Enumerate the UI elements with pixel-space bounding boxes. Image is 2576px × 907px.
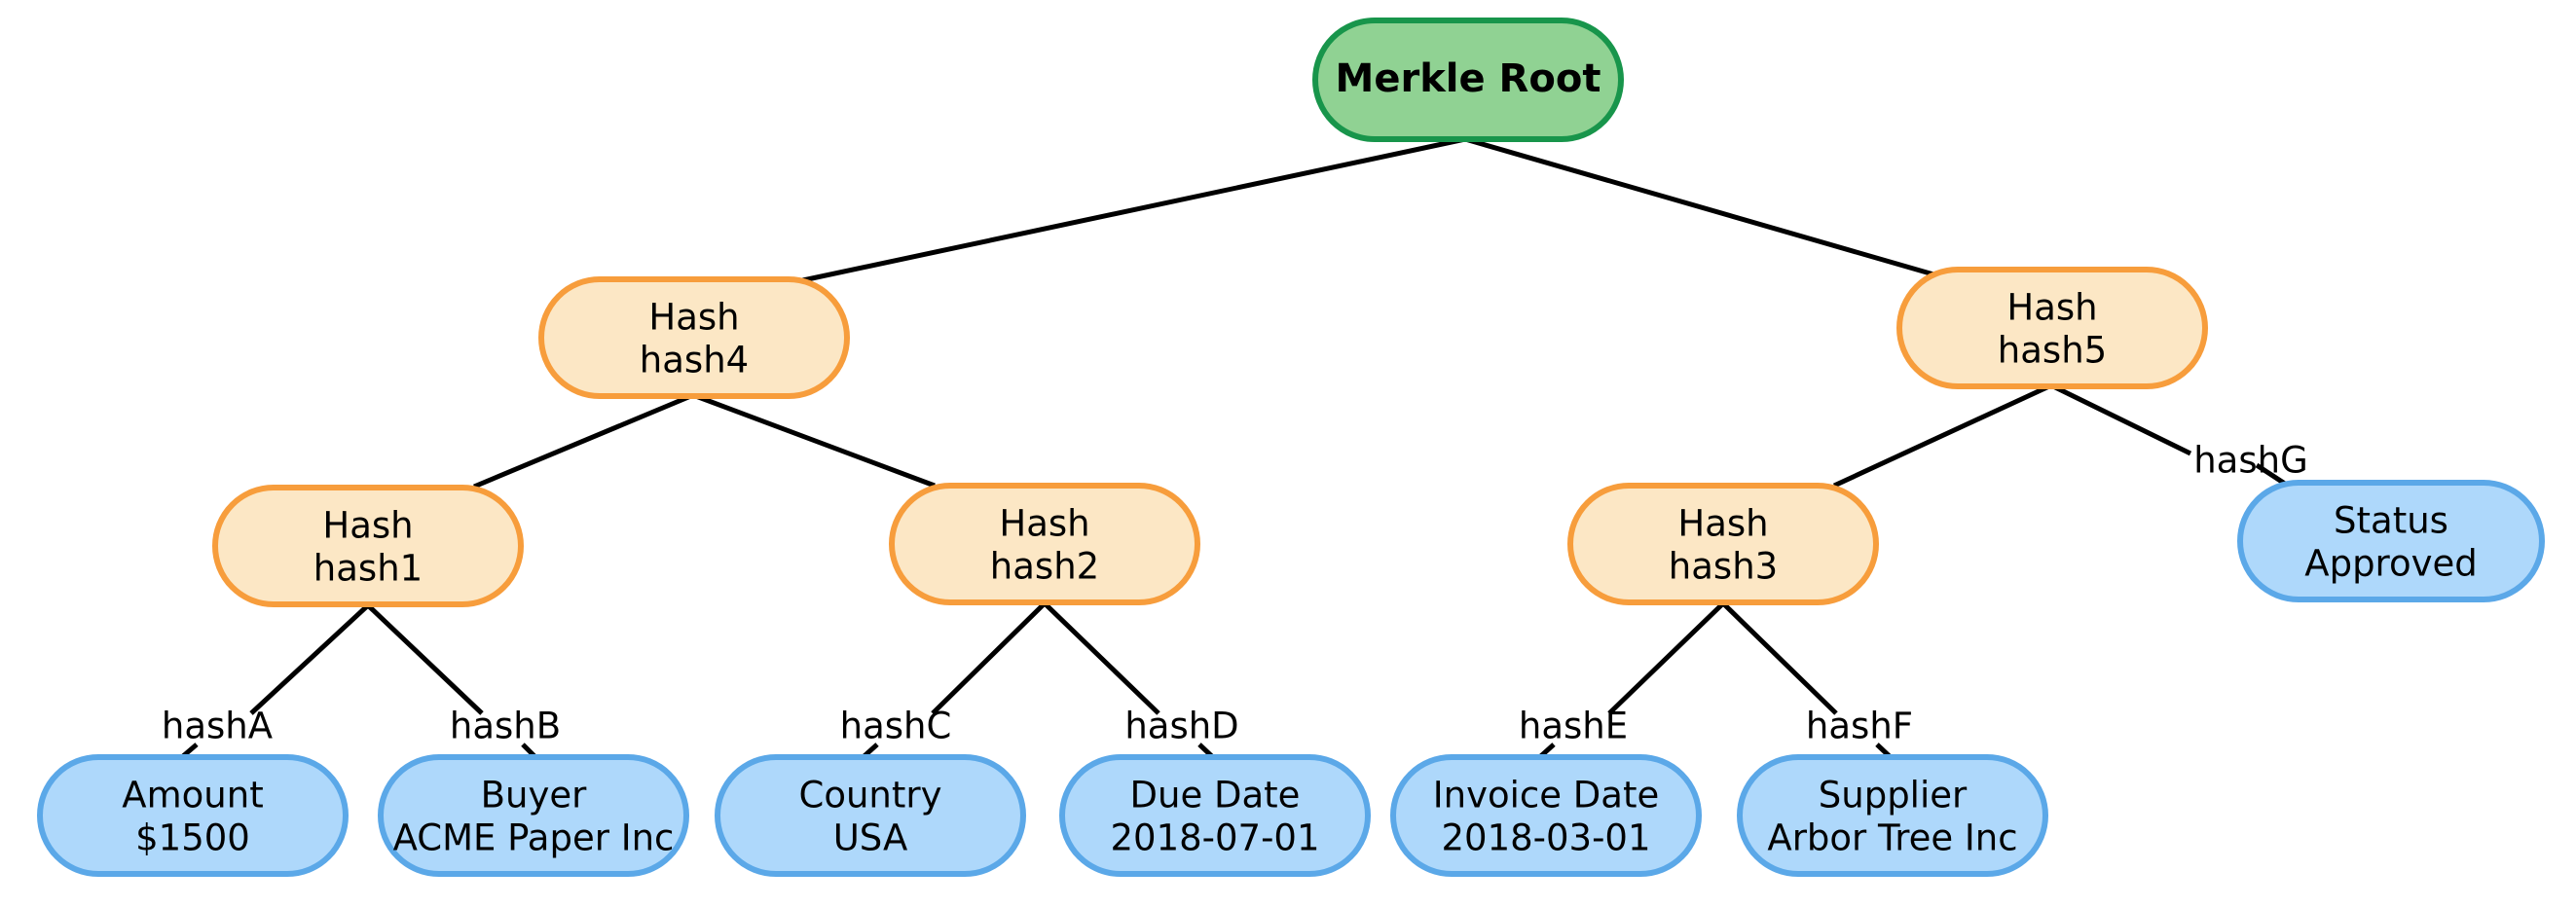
node-hash5[interactable]: Hash hash5 <box>1896 267 2208 389</box>
node-buyer[interactable]: Buyer ACME Paper Inc <box>378 754 689 877</box>
node-hash4[interactable]: Hash hash4 <box>538 276 850 399</box>
node-invoice-date[interactable]: Invoice Date 2018-03-01 <box>1390 754 1702 877</box>
edge-hash2-to-duedate-upper <box>1043 601 1160 715</box>
status-line1: Status <box>2334 500 2448 542</box>
edge-hash4-to-hash1 <box>473 392 694 490</box>
due-date-line1: Due Date <box>1130 775 1301 816</box>
supplier-line2: Arbor Tree Inc <box>1767 817 2017 859</box>
node-supplier[interactable]: Supplier Arbor Tree Inc <box>1737 754 2048 877</box>
hash4-shape[interactable] <box>538 276 850 399</box>
amount-line2: $1500 <box>135 817 250 859</box>
country-shape[interactable] <box>715 754 1026 877</box>
node-hash2[interactable]: Hash hash2 <box>889 483 1200 605</box>
edge-hash1-to-buyer-upper <box>366 603 484 715</box>
node-amount[interactable]: Amount $1500 <box>37 754 349 877</box>
edge-hash3-to-supplier-upper <box>1721 601 1838 715</box>
node-hash3[interactable]: Hash hash3 <box>1567 483 1879 605</box>
edge-hash1-to-amount-upper <box>249 603 370 715</box>
edge-label-hashA: hashA <box>162 706 273 747</box>
edge-hash4-to-hash2 <box>692 392 936 489</box>
edge-label-hashC: hashC <box>840 706 952 747</box>
hash4-line1: Hash <box>648 297 739 339</box>
hash1-line1: Hash <box>322 505 413 547</box>
status-line2: Approved <box>2304 543 2477 585</box>
hash3-line2: hash3 <box>1669 546 1778 588</box>
hash3-shape[interactable] <box>1567 483 1879 605</box>
edge-hash3-to-invoicedate-upper <box>1607 601 1725 715</box>
edge-hash5-to-status-upper <box>2049 382 2192 456</box>
edge-root-to-hash4 <box>797 136 1466 284</box>
amount-line1: Amount <box>122 775 263 816</box>
hash2-line1: Hash <box>999 503 1089 545</box>
hash5-line2: hash5 <box>1998 330 2107 372</box>
edge-hash5-to-hash3 <box>1832 382 2053 489</box>
edge-root-to-hash5 <box>1464 136 1948 281</box>
edge-label-hashB: hashB <box>450 706 561 747</box>
amount-shape[interactable] <box>37 754 349 877</box>
buyer-line1: Buyer <box>481 775 587 816</box>
buyer-line2: ACME Paper Inc <box>393 817 675 859</box>
edge-hash2-to-country-upper <box>931 601 1047 715</box>
supplier-line1: Supplier <box>1819 775 1968 816</box>
invoice-date-shape[interactable] <box>1390 754 1702 877</box>
node-due-date[interactable]: Due Date 2018-07-01 <box>1059 754 1371 877</box>
country-line1: Country <box>799 775 942 816</box>
hash5-line1: Hash <box>2006 287 2097 329</box>
edge-label-hashD: hashD <box>1124 706 1238 747</box>
buyer-shape[interactable] <box>378 754 689 877</box>
hash1-line2: hash1 <box>313 548 423 590</box>
merkle-root-label: Merkle Root <box>1336 56 1601 101</box>
edge-label-hashF: hashF <box>1806 706 1913 747</box>
hash3-line1: Hash <box>1677 503 1768 545</box>
supplier-shape[interactable] <box>1737 754 2048 877</box>
edge-label-hashE: hashE <box>1519 706 1628 747</box>
hash2-line2: hash2 <box>990 546 1099 588</box>
invoice-date-line1: Invoice Date <box>1433 775 1659 816</box>
due-date-shape[interactable] <box>1059 754 1371 877</box>
hash2-shape[interactable] <box>889 483 1200 605</box>
hash4-line2: hash4 <box>640 340 749 381</box>
edge-labels-layer: hashA hashB hashC hashD hashE hashF hash… <box>162 440 2308 747</box>
hash5-shape[interactable] <box>1896 267 2208 389</box>
node-status[interactable]: Status Approved <box>2237 480 2545 602</box>
edge-label-hashG: hashG <box>2193 440 2308 482</box>
node-hash1[interactable]: Hash hash1 <box>212 485 524 607</box>
country-line2: USA <box>833 817 908 859</box>
node-country[interactable]: Country USA <box>715 754 1026 877</box>
edge-hash5-to-status-lower <box>2255 462 2287 487</box>
hash1-shape[interactable] <box>212 485 524 607</box>
due-date-line2: 2018-07-01 <box>1110 817 1319 859</box>
node-merkle-root[interactable]: Merkle Root <box>1312 18 1624 142</box>
status-shape[interactable] <box>2237 480 2545 602</box>
merkle-root-shape[interactable] <box>1312 18 1624 142</box>
invoice-date-line2: 2018-03-01 <box>1441 817 1650 859</box>
edges-layer <box>174 136 2287 764</box>
